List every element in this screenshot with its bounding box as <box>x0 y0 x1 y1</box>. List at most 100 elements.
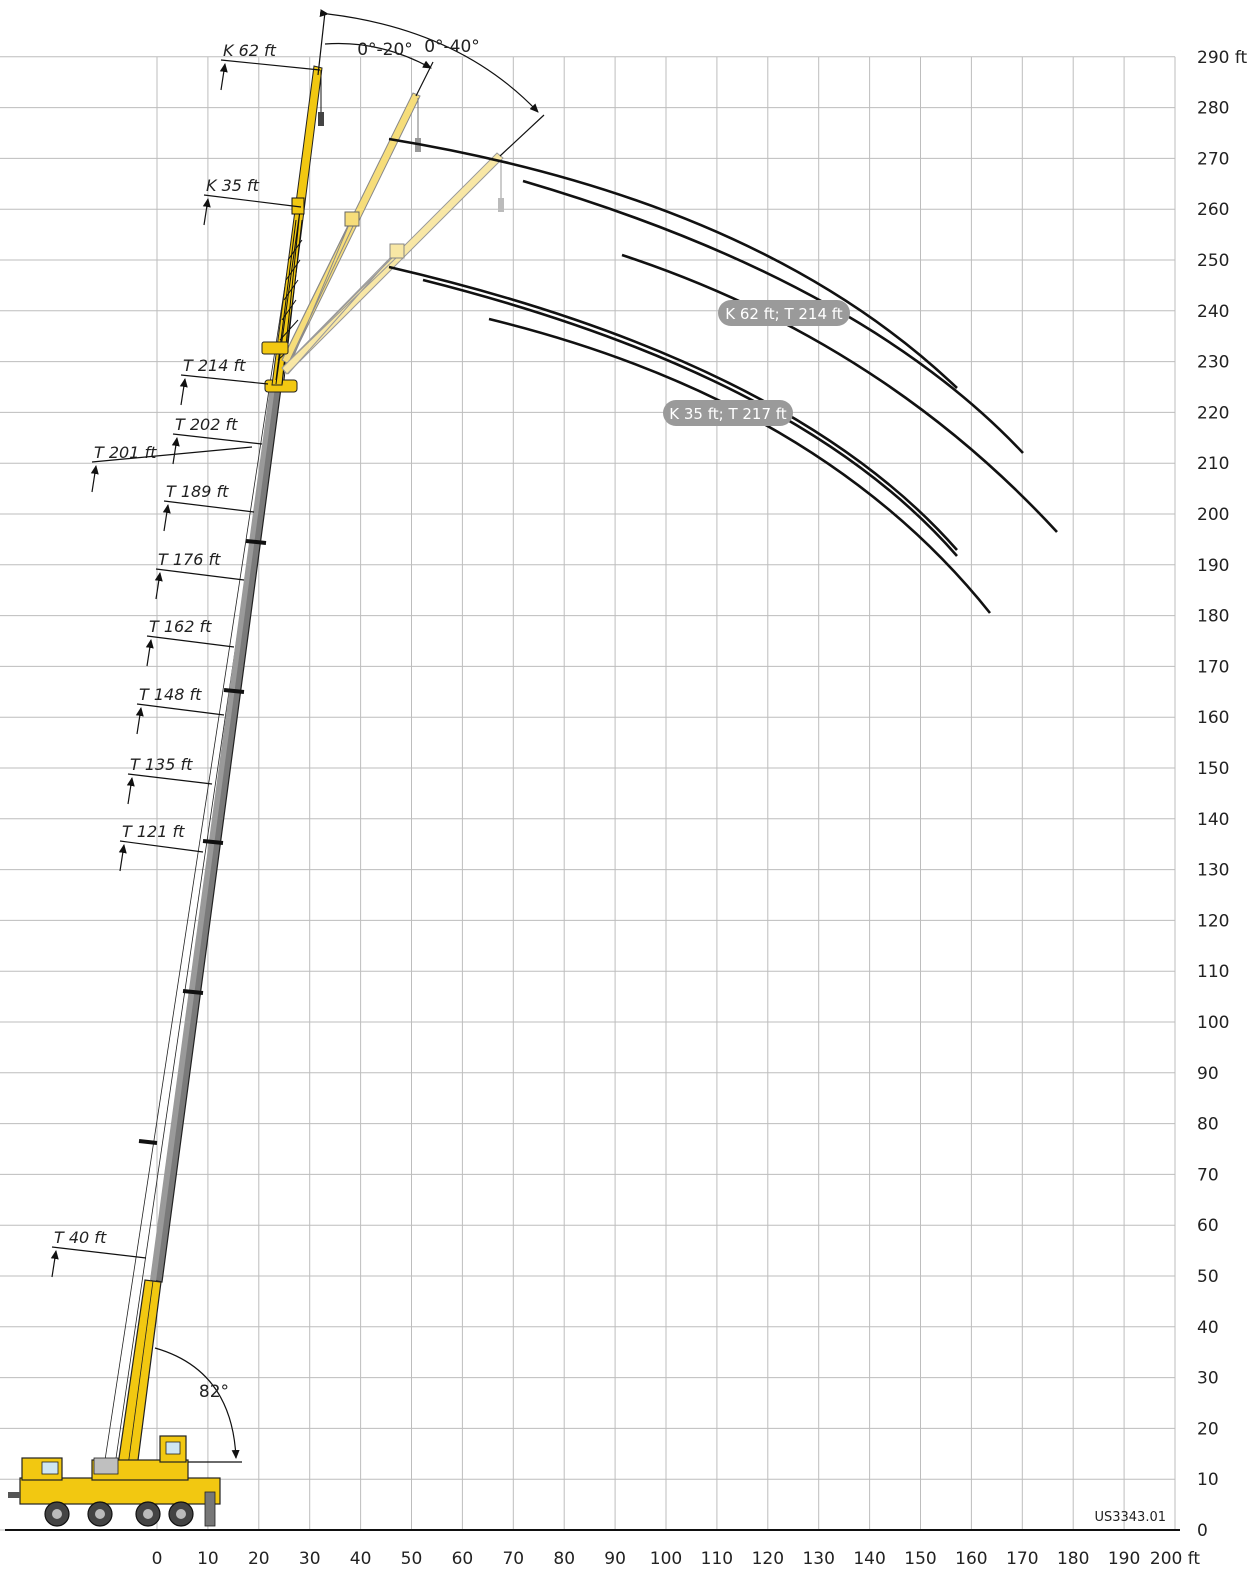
section-arrow <box>202 198 211 226</box>
offset-angle-large-label: 0°-40° <box>424 37 480 57</box>
y-tick-label: 10 <box>1197 1470 1219 1490</box>
y-tick-label: 220 <box>1197 403 1229 423</box>
section-label-text: T 40 ft <box>54 1228 107 1247</box>
section-label-text: T 202 ft <box>175 415 238 434</box>
y-tick-label: 230 <box>1197 353 1229 373</box>
section-label-text: T 148 ft <box>139 685 202 704</box>
section-label: T 121 ft <box>118 822 204 872</box>
boom-section-labels: K 62 ftK 35 ftT 214 ftT 202 ftT 201 ftT … <box>50 41 321 1278</box>
y-tick-label: 290 ft <box>1197 48 1248 68</box>
section-label: T 162 ft <box>145 617 235 667</box>
section-label-text: T 121 ft <box>122 822 185 841</box>
section-arrow <box>219 63 228 91</box>
curve-tag-upper-text: K 62 ft; T 214 ft <box>725 305 843 323</box>
section-label: T 214 ft <box>179 356 269 406</box>
x-tick-label: 170 <box>1006 1549 1038 1569</box>
curve-tag-upper: K 62 ft; T 214 ft <box>718 300 850 326</box>
grid <box>0 56 1176 1531</box>
section-label: K 62 ft <box>219 41 321 91</box>
y-tick-label: 60 <box>1197 1216 1219 1236</box>
y-tick-label: 90 <box>1197 1064 1219 1084</box>
section-label-text: T 189 ft <box>166 482 229 501</box>
x-tick-label: 120 <box>752 1549 784 1569</box>
section-leader-line <box>146 635 235 648</box>
lattice-jib-40deg <box>281 152 504 375</box>
section-arrow <box>118 844 127 872</box>
section-leader-line <box>136 703 225 716</box>
y-tick-label: 170 <box>1197 657 1229 677</box>
lattice-jib-steep <box>271 65 324 386</box>
x-tick-label: 40 <box>350 1549 372 1569</box>
y-axis-ticks: 0102030405060708090100110120130140150160… <box>1197 48 1248 1541</box>
boom-angle-label: 82° <box>199 1382 229 1402</box>
x-tick-label: 80 <box>553 1549 575 1569</box>
section-leader-line <box>163 500 255 513</box>
lattice-jib-20deg <box>281 92 421 366</box>
x-tick-label: 200 ft <box>1150 1549 1201 1569</box>
x-tick-label: 140 <box>853 1549 885 1569</box>
y-tick-label: 110 <box>1197 962 1229 982</box>
section-label: T 189 ft <box>162 482 255 532</box>
x-tick-label: 10 <box>197 1549 219 1569</box>
x-tick-label: 150 <box>904 1549 936 1569</box>
y-tick-label: 270 <box>1197 149 1229 169</box>
y-tick-label: 240 <box>1197 302 1229 322</box>
y-tick-label: 250 <box>1197 251 1229 271</box>
y-tick-label: 180 <box>1197 607 1229 627</box>
section-leader-line <box>119 840 204 853</box>
x-tick-label: 130 <box>802 1549 834 1569</box>
section-label: T 135 ft <box>126 755 213 805</box>
section-leader-line <box>155 568 245 581</box>
section-leader-line <box>180 374 269 385</box>
section-arrow <box>145 639 154 667</box>
section-arrow <box>162 504 171 532</box>
y-tick-label: 280 <box>1197 99 1229 119</box>
section-leader-line <box>91 446 253 463</box>
section-leader-line <box>203 194 302 208</box>
section-leader-line <box>172 433 263 445</box>
y-tick-label: 70 <box>1197 1165 1219 1185</box>
section-leader-line <box>127 773 213 785</box>
jib-head <box>261 341 289 355</box>
y-tick-label: 50 <box>1197 1267 1219 1287</box>
y-tick-label: 260 <box>1197 200 1229 220</box>
x-tick-label: 190 <box>1108 1549 1140 1569</box>
y-tick-label: 190 <box>1197 556 1229 576</box>
x-tick-label: 160 <box>955 1549 987 1569</box>
section-arrow <box>135 707 144 735</box>
y-tick-label: 130 <box>1197 861 1229 881</box>
section-label-text: K 35 ft <box>206 176 260 195</box>
crane-carrier <box>8 1435 221 1527</box>
y-tick-label: 20 <box>1197 1419 1219 1439</box>
section-label: T 201 ft <box>90 443 253 493</box>
y-tick-label: 150 <box>1197 759 1229 779</box>
curve-tag-lower-text: K 35 ft; T 217 ft <box>669 405 787 423</box>
x-tick-label: 70 <box>502 1549 524 1569</box>
section-arrow <box>171 437 180 465</box>
curve-tag-lower: K 35 ft; T 217 ft <box>663 400 793 426</box>
x-tick-label: 0 <box>152 1549 163 1569</box>
section-label-text: T 214 ft <box>183 356 246 375</box>
y-tick-label: 100 <box>1197 1013 1229 1033</box>
y-tick-label: 80 <box>1197 1115 1219 1135</box>
y-tick-label: 140 <box>1197 810 1229 830</box>
x-tick-label: 110 <box>701 1549 733 1569</box>
y-tick-label: 30 <box>1197 1369 1219 1389</box>
y-tick-label: 120 <box>1197 911 1229 931</box>
x-tick-label: 20 <box>248 1549 270 1569</box>
y-tick-label: 40 <box>1197 1318 1219 1338</box>
section-leader-line <box>51 1246 147 1259</box>
telescopic-boom <box>117 379 298 1469</box>
section-label: T 202 ft <box>171 415 263 465</box>
x-tick-label: 100 <box>650 1549 682 1569</box>
x-tick-label: 90 <box>604 1549 626 1569</box>
x-tick-label: 60 <box>452 1549 474 1569</box>
y-tick-label: 160 <box>1197 708 1229 728</box>
working-range-curves <box>388 137 1058 614</box>
x-tick-label: 50 <box>401 1549 423 1569</box>
section-label-text: T 135 ft <box>130 755 193 774</box>
section-label: K 35 ft <box>202 176 302 226</box>
